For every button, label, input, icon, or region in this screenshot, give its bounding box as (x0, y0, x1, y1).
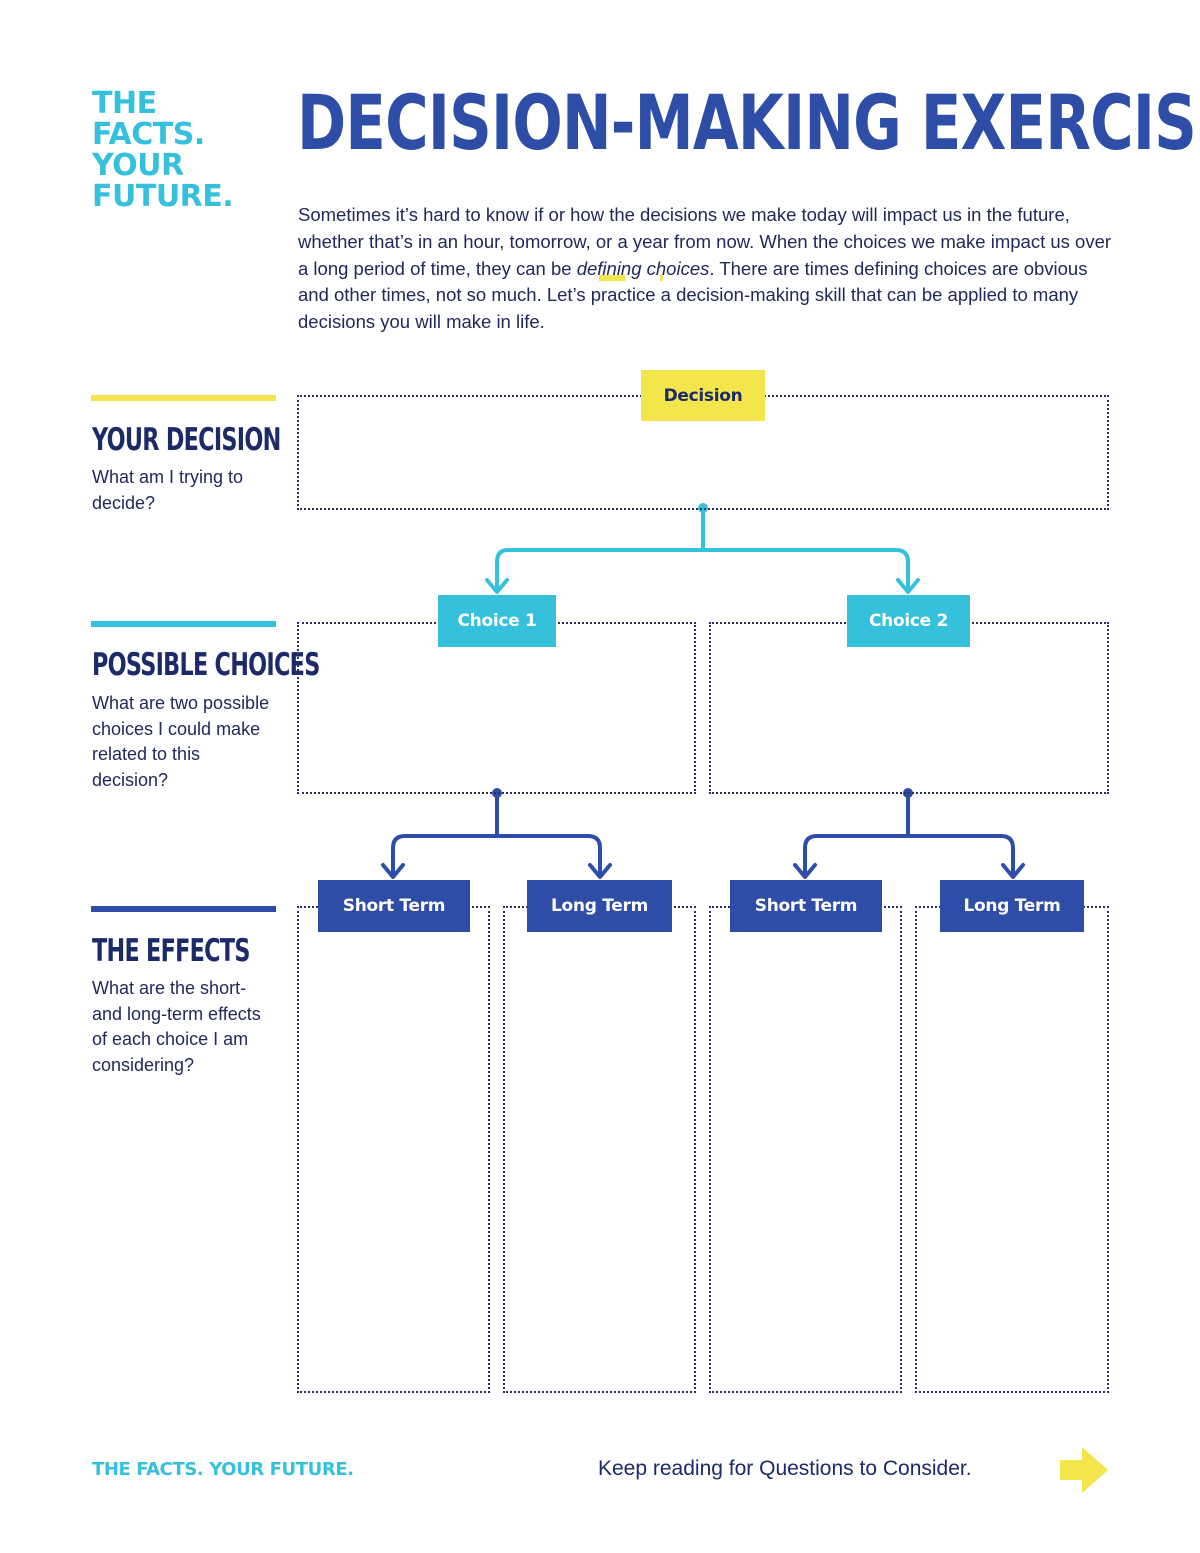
right-arrow-icon[interactable] (1058, 1444, 1110, 1496)
section-question: What am I trying to decide? (92, 467, 244, 513)
footer-brand: THE FACTS. YOUR FUTURE. (92, 1459, 354, 1480)
intro-highlight: defining choices (576, 257, 710, 279)
logo-line: THE (92, 86, 157, 121)
section-question: What are two possible choices I could ma… (92, 693, 270, 790)
section-bar-yellow (91, 395, 276, 401)
effect-box-choice1-long[interactable] (503, 906, 696, 1393)
logo-line: YOUR (92, 148, 184, 183)
section-title-your-decision: YOUR DECISION (92, 422, 281, 458)
long-term-tag: Long Term (940, 880, 1084, 932)
effect-box-choice1-short[interactable] (297, 906, 490, 1393)
intro-paragraph: Sometimes it’s hard to know if or how th… (298, 202, 1118, 336)
section-bar-blue (91, 906, 276, 912)
choice-2-box[interactable] (709, 622, 1109, 794)
page-title: DECISION-MAKING EXERCISE (297, 78, 1200, 167)
brand-logo: THE FACTS. YOUR FUTURE. (92, 88, 272, 212)
footer-note: Keep reading for Questions to Consider. (598, 1457, 972, 1480)
choice-2-tag: Choice 2 (847, 595, 970, 647)
short-term-tag: Short Term (318, 880, 470, 932)
section-bar-cyan (91, 621, 276, 627)
choice-1-tag: Choice 1 (438, 595, 556, 647)
intro-text: Sometimes it’s hard to know if or how th… (298, 204, 1112, 279)
section-title-possible-choices: POSSIBLE CHOICES (92, 647, 320, 683)
effect-box-choice2-long[interactable] (915, 906, 1109, 1393)
decision-tag: Decision (641, 370, 765, 421)
long-term-tag: Long Term (527, 880, 672, 932)
choice-1-box[interactable] (297, 622, 696, 794)
short-term-tag: Short Term (730, 880, 882, 932)
section-title-the-effects: THE EFFECTS (92, 933, 250, 969)
logo-line: FUTURE. (92, 179, 234, 214)
section-question: What are the short- and long-term effect… (92, 978, 261, 1075)
effect-box-choice2-short[interactable] (709, 906, 902, 1393)
intro-text-end: . There are times defining choices are o… (298, 257, 1088, 333)
logo-line: FACTS. (92, 117, 205, 152)
